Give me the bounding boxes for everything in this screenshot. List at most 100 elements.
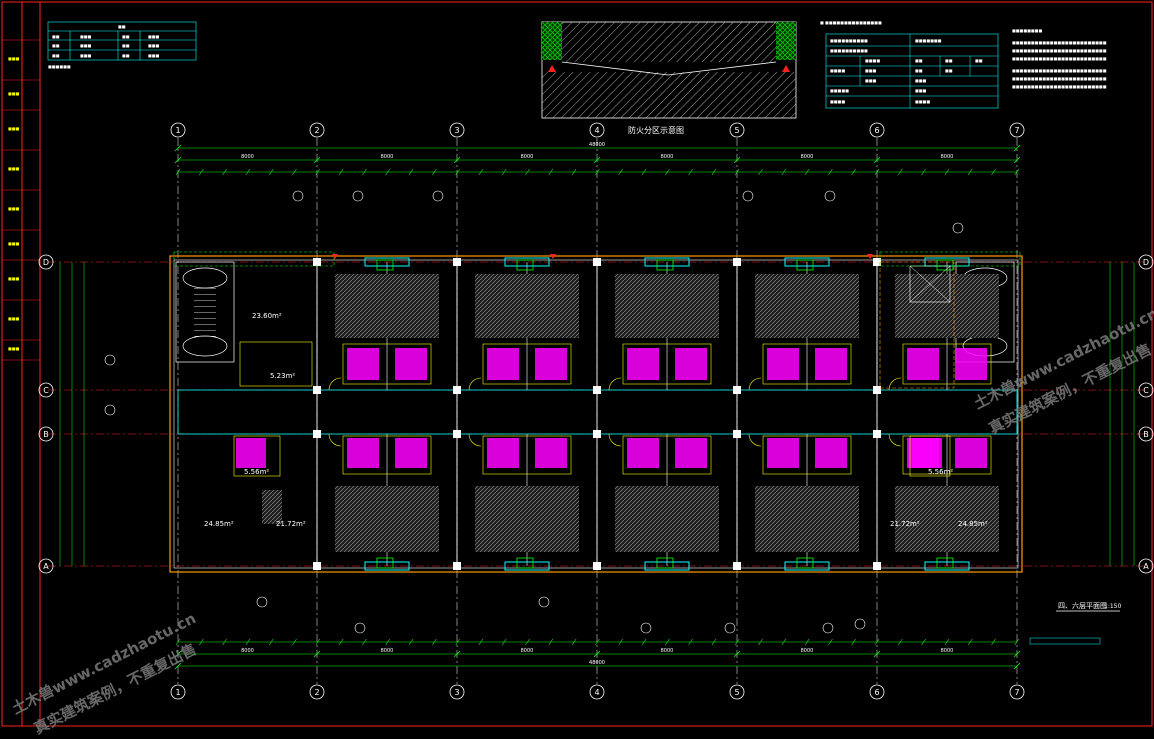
bed-area-upper — [895, 274, 999, 338]
dim-tick — [453, 650, 461, 658]
bath-upper — [482, 343, 572, 385]
dim-tick — [688, 168, 693, 176]
dim-tick — [618, 638, 623, 646]
door-swing — [468, 433, 482, 447]
detail-callout — [104, 354, 116, 366]
grid-bubble-4 — [589, 122, 605, 138]
detail-callout — [742, 190, 754, 202]
grid-label-C: C — [43, 386, 49, 395]
dim-total-label: 48000 — [589, 660, 605, 666]
dim-tick — [781, 638, 787, 646]
bed-area-upper — [755, 274, 859, 338]
dim-tick — [595, 168, 600, 176]
grid-bubble-2 — [309, 684, 325, 700]
svg-text:■■■: ■■■ — [80, 43, 92, 48]
dim-tick — [362, 638, 367, 646]
door-swing — [748, 377, 762, 391]
grid-label-7: 7 — [1014, 688, 1019, 697]
bath-left-lower — [233, 435, 281, 477]
bath-fixture — [535, 348, 567, 380]
bath-fixture — [535, 438, 567, 468]
area-lower-left-b: 21.72m² — [276, 520, 306, 528]
dim-tick — [1014, 168, 1020, 176]
door-swing — [608, 433, 622, 447]
dim-bay-label: 8000 — [801, 154, 814, 160]
detail-callout — [432, 190, 444, 202]
column — [733, 562, 741, 570]
bath-fixture — [347, 348, 379, 380]
svg-text:■■■■: ■■■■ — [830, 99, 845, 104]
dim-bay-label: 8000 — [801, 648, 814, 654]
room-area-labels: 23.60m² 5.23m² 24.85m² 21.72m² 21.72m² 2… — [204, 312, 988, 528]
dim-tick — [174, 144, 182, 152]
dim-bay-label: 8000 — [941, 648, 954, 654]
plan-title-block: 四、六层平面图 1:150 — [1029, 601, 1121, 645]
window-bottom — [504, 561, 550, 571]
grid-bubble-B — [38, 426, 54, 442]
grid-label-B: B — [43, 430, 49, 439]
svg-text:■■■■■■■■■■■■■■■■■■■■■■■■■: ■■■■■■■■■■■■■■■■■■■■■■■■■ — [1012, 40, 1107, 45]
door-swing — [328, 377, 342, 391]
info-table: ■■■■■■■■■■■■■■■■■ ■■■■■■■■■■ ■■■■■■■■■■ … — [820, 20, 999, 109]
stair-landing-0 — [182, 267, 228, 289]
dim-tick — [501, 168, 507, 176]
bath-fixture — [487, 438, 519, 468]
dim-tick — [944, 168, 950, 176]
door-swing — [608, 377, 622, 391]
grid-bubble-D — [38, 254, 54, 270]
svg-text:■■■: ■■■ — [865, 78, 877, 83]
grid-bubble-4 — [589, 684, 605, 700]
dim-tick — [1013, 650, 1021, 658]
grid-bubble-1 — [170, 122, 186, 138]
dim-tick — [175, 168, 181, 176]
grid-label-5: 5 — [734, 126, 739, 135]
column — [313, 562, 321, 570]
bath-fixture — [347, 438, 379, 468]
window-top — [364, 257, 410, 267]
grid-label-7: 7 — [1014, 126, 1019, 135]
grid-label-1: 1 — [175, 688, 180, 697]
grid-bubble-1 — [170, 684, 186, 700]
dim-tick — [711, 638, 717, 646]
grid-label-C: C — [1143, 386, 1149, 395]
dim-tick — [245, 168, 251, 176]
bath-fixture — [627, 348, 659, 380]
svg-text:■■■■■■■■■■■■■■■■■■■■■■■■■: ■■■■■■■■■■■■■■■■■■■■■■■■■ — [1012, 76, 1107, 81]
area-small-left: 5.56m² — [244, 468, 269, 476]
svg-text:■■: ■■ — [52, 43, 60, 48]
grid-bubble-C — [38, 382, 54, 398]
column — [733, 258, 741, 266]
floor-plan — [104, 190, 1023, 634]
svg-text:■■■■: ■■■■ — [915, 99, 930, 104]
detail-callout — [352, 190, 364, 202]
grid-bubble-A — [1138, 558, 1154, 574]
detail-callout — [952, 222, 964, 234]
dim-tick — [641, 638, 647, 646]
svg-text:■■■■■■: ■■■■■■ — [48, 64, 71, 69]
detail-callout — [538, 596, 550, 608]
dim-tick — [665, 168, 670, 176]
bed-area-upper — [335, 274, 439, 338]
dim-tick — [313, 650, 321, 658]
area-bath-right: 5.56m² — [928, 468, 953, 476]
grid-bubble-3 — [449, 684, 465, 700]
grid-bubble-3 — [449, 122, 465, 138]
column — [593, 430, 601, 438]
bath-fixture — [767, 438, 799, 468]
svg-text:■■■: ■■■ — [8, 241, 20, 246]
detail-callout — [292, 190, 304, 202]
grid-label-2: 2 — [314, 688, 319, 697]
grid-label-2: 2 — [314, 126, 319, 135]
dim-bay-label: 8000 — [661, 154, 674, 160]
fire-zone-boundary — [879, 251, 1021, 267]
column — [453, 430, 461, 438]
grid-bubble-D — [1138, 254, 1154, 270]
dim-tick — [991, 168, 996, 176]
dim-tick — [548, 168, 554, 176]
dim-tick — [175, 638, 181, 646]
dim-tick — [455, 638, 460, 646]
door-swing — [328, 433, 342, 447]
dim-tick — [921, 638, 926, 646]
bath-fixture — [395, 438, 427, 468]
bath-lower — [762, 435, 852, 475]
